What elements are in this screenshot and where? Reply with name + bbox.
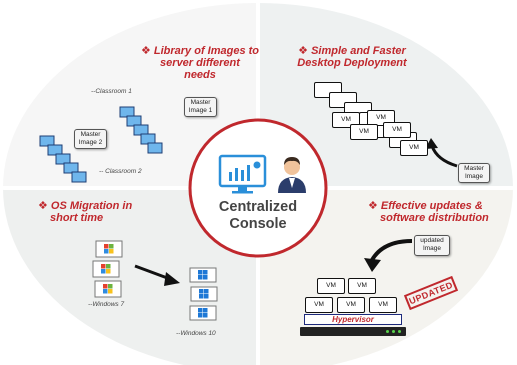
classroom2-label: -- Classroom 2 (99, 168, 142, 175)
classroom1-computers (119, 106, 163, 154)
tl-title-line2: server different (160, 57, 240, 69)
center-label-line1: Centralized (218, 199, 298, 215)
vm-box: VM (400, 140, 428, 156)
server-light (386, 330, 389, 333)
bl-title-line1: ❖ OS Migration in (38, 200, 133, 212)
tl-title-line3: needs (184, 69, 216, 81)
tr-title-line2: Desktop Deployment (297, 57, 407, 69)
windows7-logos (92, 240, 123, 298)
br-title-line1: ❖ Effective updates & (368, 200, 483, 212)
vm-box: VM (348, 278, 376, 294)
update-arrow (370, 239, 413, 262)
bl-title-line2: short time (50, 212, 104, 224)
server-light (392, 330, 395, 333)
hypervisor-bar: Hypervisor (304, 314, 402, 325)
tl-title-line1: ❖ Library of Images to (140, 45, 260, 57)
server-rack (300, 327, 406, 336)
windows7-label: --Windows 7 (88, 301, 125, 308)
master-image-box: Master Image (458, 163, 490, 183)
vm-box: VM (317, 278, 345, 294)
windows10-label: --Windows 10 (176, 330, 216, 337)
classroom1-label: --Classroom 1 (91, 88, 132, 95)
vm-box: VM (337, 297, 365, 313)
admin-person-icon (278, 157, 306, 193)
migration-arrow (134, 264, 180, 286)
center-label: Centralized Console (198, 199, 318, 233)
monitor-chart-icon (218, 154, 267, 194)
updated-image-box: updated Image (414, 235, 450, 256)
vm-box: VM (369, 297, 397, 313)
server-light (398, 330, 401, 333)
tr-title-line1: ❖ Simple and Faster (298, 45, 406, 57)
master-image-2-box: Master Image 2 (74, 129, 107, 149)
tr-title: ❖ Simple and Faster Desktop Deployment (282, 45, 422, 69)
windows10-logos (189, 267, 218, 321)
master-image-1-box: Master Image 1 (184, 97, 217, 117)
vm-box: VM (350, 124, 378, 140)
vm-box: VM (305, 297, 333, 313)
center-label-line2: Console (229, 216, 287, 232)
vm-box: VM (383, 122, 411, 138)
br-title: ❖ Effective updates & software distribut… (368, 200, 514, 224)
center-circle (188, 118, 328, 258)
br-title-line2: software distribution (380, 212, 489, 224)
bl-title: ❖ OS Migration in short time (38, 200, 148, 224)
classroom2-computers (39, 135, 87, 183)
tl-title: ❖ Library of Images to server different … (130, 45, 270, 81)
